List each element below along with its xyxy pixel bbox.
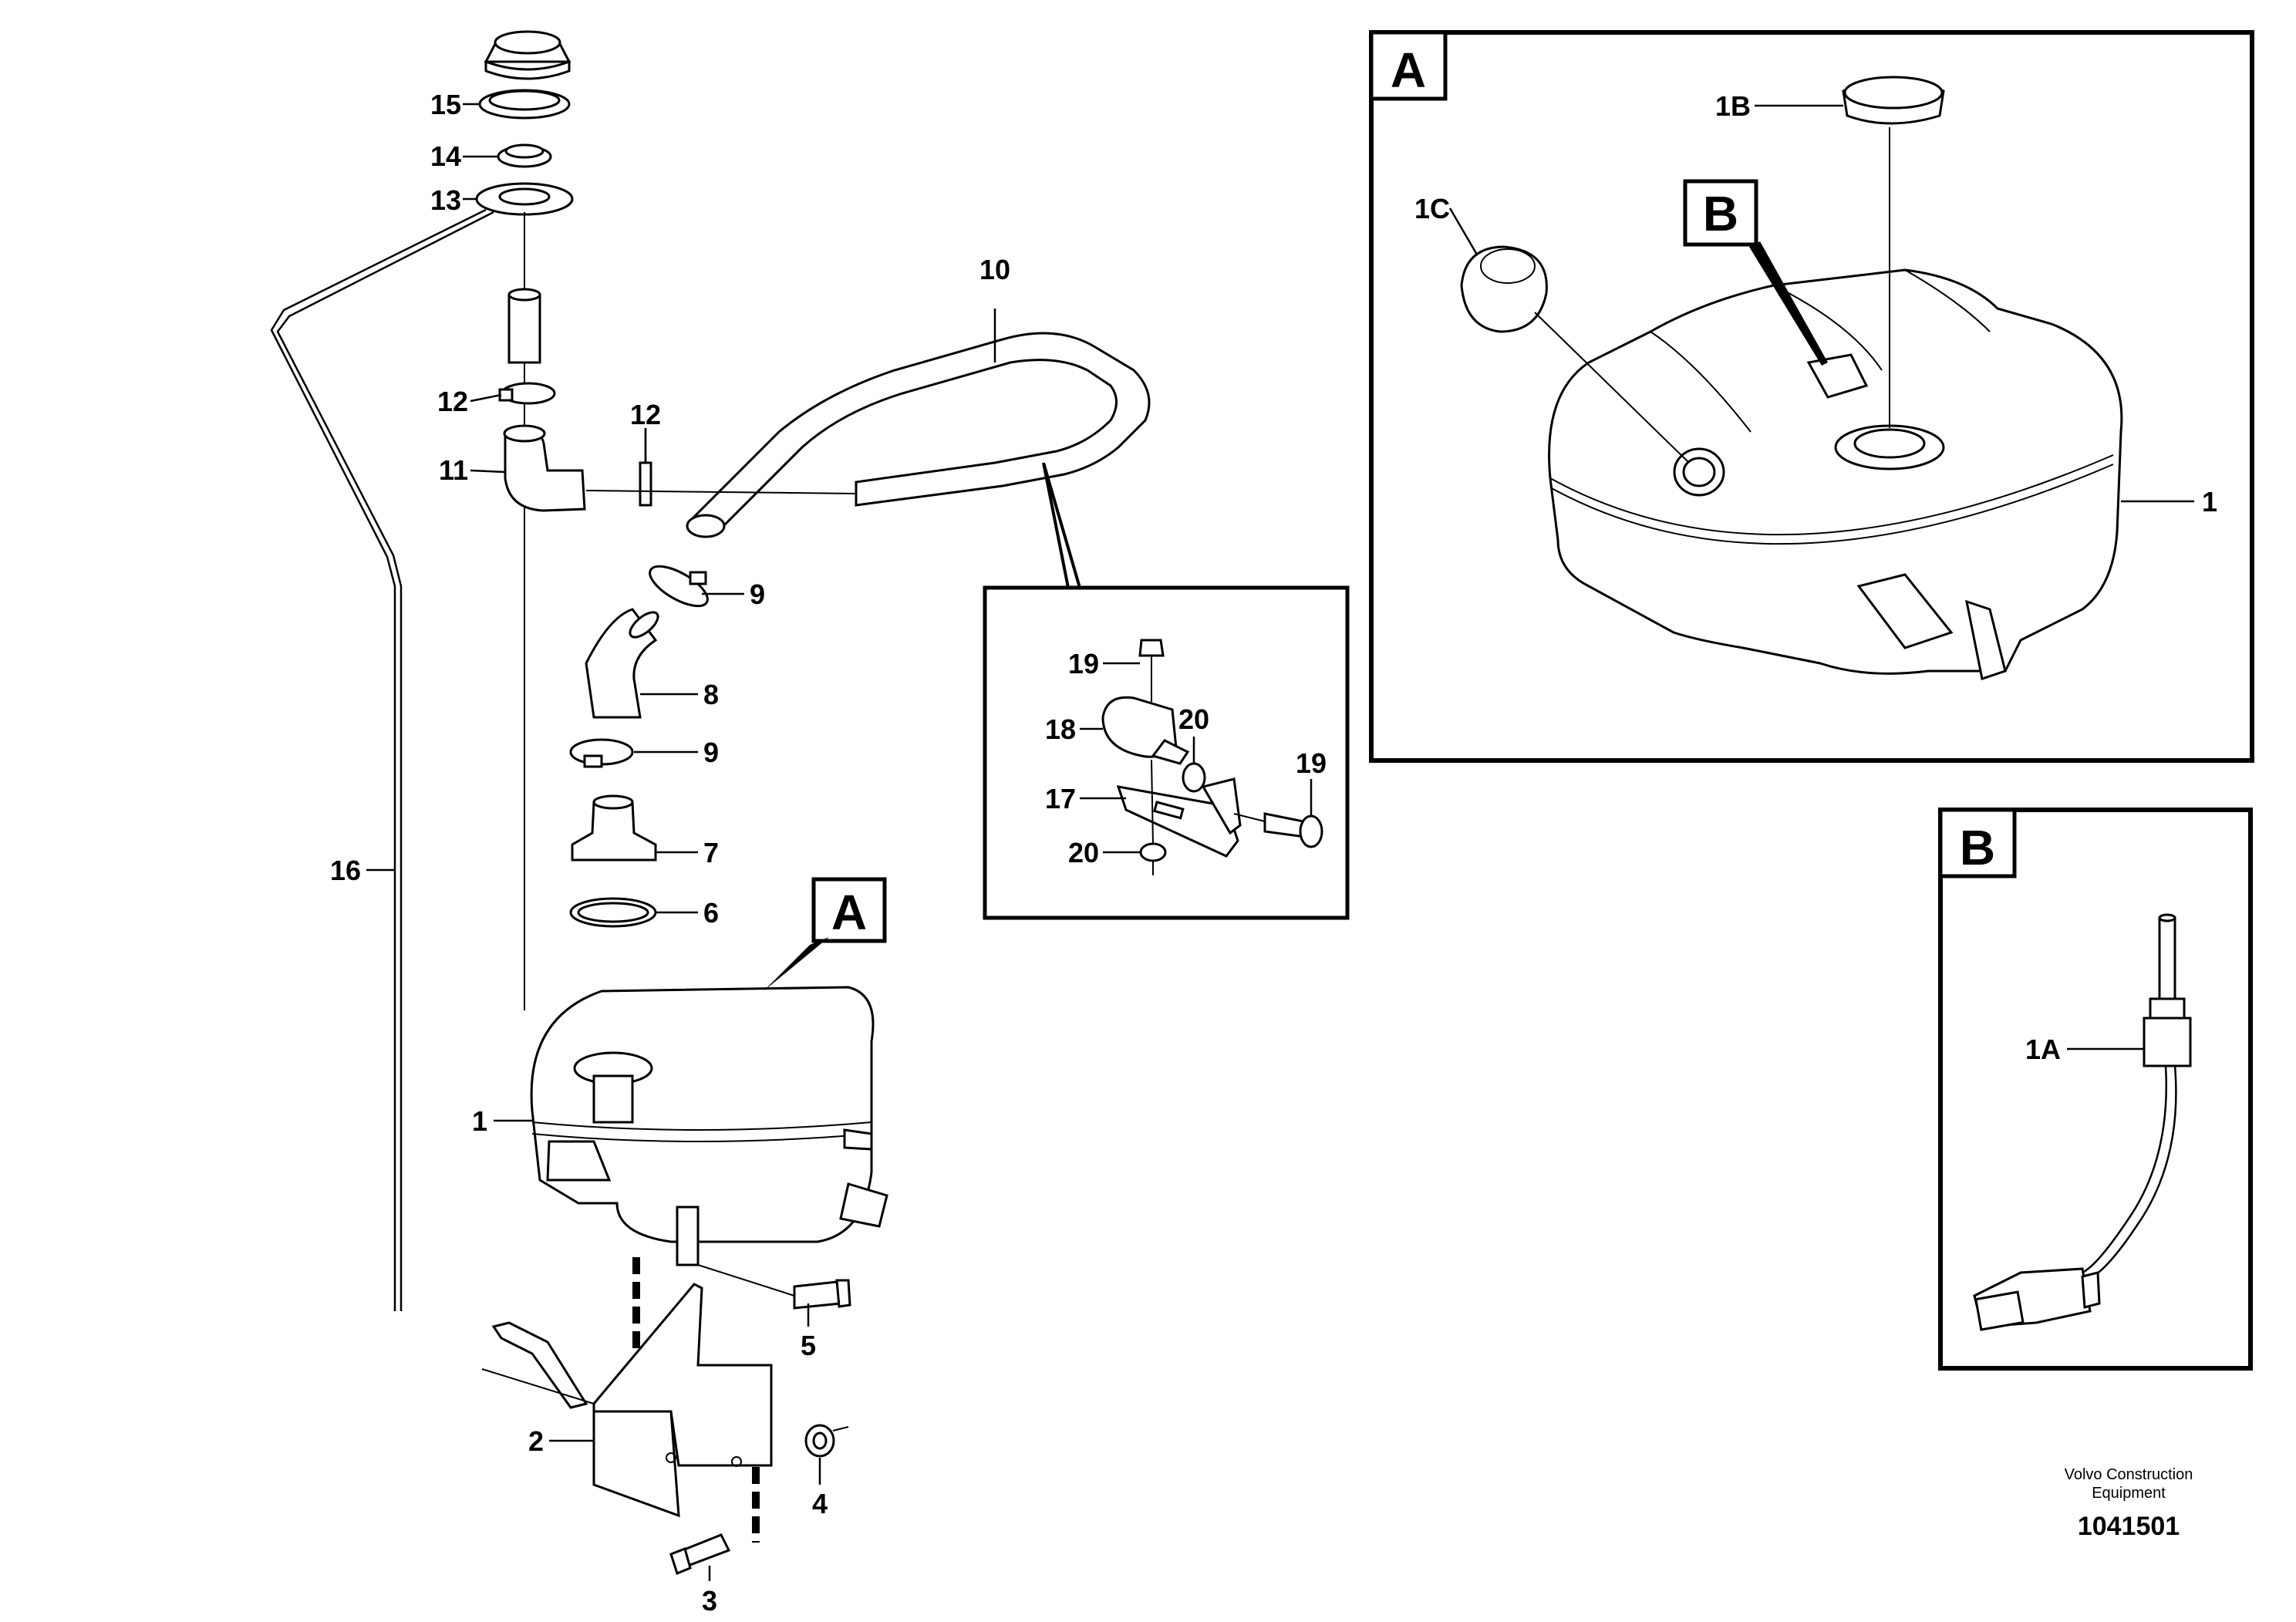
detail-b-letter: B (1960, 820, 1995, 875)
part-hose-segment (507, 288, 541, 364)
label-12-left: 12 (437, 386, 468, 417)
label-20-lower: 20 (1068, 837, 1099, 868)
part-labels: 15 14 13 12 12 11 10 9 8 9 7 6 1 16 2 4 … (330, 89, 2217, 1617)
part-9-clamp-lower (569, 738, 634, 768)
label-15: 15 (430, 89, 461, 120)
label-10: 10 (979, 254, 1010, 285)
detail-box-a: A B (1369, 30, 2254, 763)
label-4: 4 (812, 1488, 828, 1519)
part-6-o-ring (569, 897, 657, 928)
label-1-small: 1 (472, 1105, 487, 1137)
label-1A: 1A (2025, 1034, 2061, 1065)
label-1B: 1B (1715, 90, 1751, 122)
part-13-flange (475, 182, 574, 216)
label-1-large: 1 (2202, 486, 2217, 518)
part-12-clamp-upper (498, 382, 556, 405)
part-15-ring (478, 89, 571, 120)
label-18: 18 (1045, 713, 1076, 745)
label-14: 14 (430, 140, 461, 172)
bolt-5-guide (697, 1264, 795, 1297)
label-6: 6 (703, 897, 719, 929)
label-17: 17 (1045, 783, 1076, 814)
label-20-upper: 20 (1178, 703, 1209, 735)
part-2-bracket (481, 1283, 773, 1518)
label-19-lower: 19 (1296, 747, 1327, 779)
callout-b-on-tank-letter: B (1703, 186, 1738, 241)
part-14-seal (497, 143, 552, 168)
label-13: 13 (430, 184, 461, 216)
part-16-vent-tube (270, 208, 494, 1311)
footer-brand: Volvo Construction Equipment 1041501 (2065, 1466, 2193, 1541)
hose-connection-line (585, 490, 857, 494)
label-5: 5 (801, 1330, 816, 1361)
label-1C: 1C (1414, 193, 1450, 224)
detail-box-bracket-clamp (983, 462, 1350, 920)
document-number: 1041501 (2078, 1512, 2180, 1541)
label-3: 3 (702, 1585, 717, 1617)
label-12-right: 12 (630, 399, 661, 430)
part-15-filler-cap (484, 30, 571, 80)
part-8-elbow-hose (585, 608, 659, 719)
detail-a-letter: A (1391, 42, 1426, 98)
detail-box-b: B (1938, 808, 2253, 1371)
label-9-upper: 9 (750, 578, 765, 610)
part-1-expansion-tank (530, 986, 888, 1266)
label-2: 2 (528, 1425, 544, 1457)
part-11-elbow-hose (503, 424, 586, 512)
part-10-hose-loop (686, 332, 1151, 538)
label-8: 8 (703, 679, 719, 710)
label-11: 11 (439, 454, 468, 486)
label-7: 7 (703, 837, 719, 868)
part-9-clamp-upper (649, 565, 709, 608)
label-16: 16 (330, 855, 361, 886)
leader-lines-left (366, 103, 996, 1581)
brand-line-1: Volvo Construction (2065, 1466, 2193, 1483)
part-5-bolt (793, 1279, 851, 1310)
label-19-upper: 19 (1068, 648, 1099, 679)
part-3-bolt (669, 1533, 731, 1576)
brand-line-2: Equipment (2092, 1485, 2166, 1502)
label-9-lower: 9 (703, 737, 719, 768)
part-4-nut (804, 1424, 849, 1458)
callout-a-small-letter: A (831, 885, 867, 940)
part-7-filler-neck (571, 794, 657, 862)
callout-a-small: A (764, 877, 887, 991)
